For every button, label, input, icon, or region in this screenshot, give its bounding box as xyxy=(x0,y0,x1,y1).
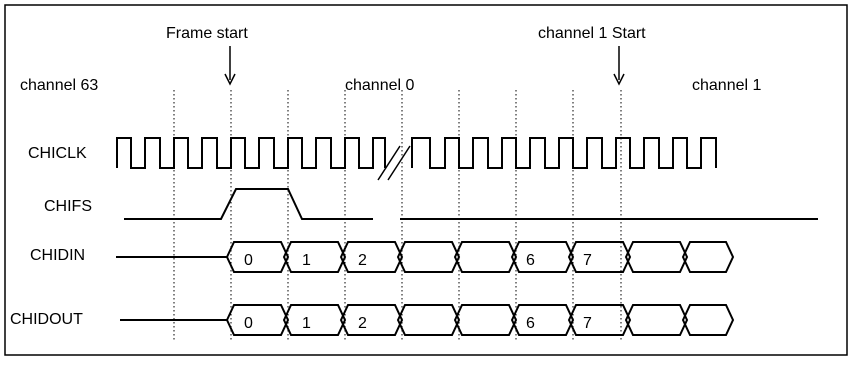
chiclk-label: CHICLK xyxy=(28,145,87,162)
chidout-bit-label: 6 xyxy=(526,315,535,332)
chidin-bit-cell xyxy=(510,241,575,273)
chidin-bit-cell xyxy=(453,241,518,273)
chidout-bit-label: 2 xyxy=(358,315,367,332)
clock-break-mark xyxy=(387,145,411,181)
chifs-waveform xyxy=(124,188,373,220)
chidin-bit-cell xyxy=(339,241,404,273)
chidout-label: CHIDOUT xyxy=(10,311,83,328)
chidout-bit-cell xyxy=(453,304,518,336)
chidin-bit-cell xyxy=(567,241,632,273)
bit-boundary-guides xyxy=(173,90,622,340)
chifs-label: CHIFS xyxy=(44,198,92,215)
chidin-bit-cell xyxy=(282,241,347,273)
chidin-bit-cell xyxy=(681,241,735,273)
chidin-bit-cell xyxy=(396,241,461,273)
channel-63-label: channel 63 xyxy=(20,77,98,94)
channel-1-label: channel 1 xyxy=(692,77,761,94)
frame-start-label: Frame start xyxy=(166,25,248,42)
chidout-bit-cell xyxy=(282,304,347,336)
chidin-bit-label: 6 xyxy=(526,252,535,269)
chidout-bit-label: 7 xyxy=(583,315,592,332)
chidin-data-cells xyxy=(225,241,735,273)
chidin-bit-cell xyxy=(624,241,689,273)
chidin-bit-label: 2 xyxy=(358,252,367,269)
chidout-bit-label: 0 xyxy=(244,315,253,332)
chidin-bit-label: 1 xyxy=(302,252,311,269)
chidout-bit-label: 1 xyxy=(302,315,311,332)
chiclk-waveform-continued xyxy=(411,137,717,169)
chidout-bit-cell xyxy=(567,304,632,336)
chidout-bit-cell xyxy=(339,304,404,336)
frame-start-arrow-icon xyxy=(224,73,236,86)
chidout-bit-cell xyxy=(396,304,461,336)
diagram-border xyxy=(4,4,848,356)
chidin-bit-label: 7 xyxy=(583,252,592,269)
chidin-bit-label: 0 xyxy=(244,252,253,269)
chiclk-waveform xyxy=(116,137,386,169)
chidout-bit-cell xyxy=(510,304,575,336)
channel-0-label: channel 0 xyxy=(345,77,414,94)
channel1-start-arrow-icon xyxy=(613,73,625,86)
chidout-bit-cell xyxy=(225,304,290,336)
clock-break-mark xyxy=(377,145,401,181)
chidout-bit-cell xyxy=(681,304,735,336)
channel1-start-label: channel 1 Start xyxy=(538,25,646,42)
chidin-label: CHIDIN xyxy=(30,247,85,264)
chidin-bit-cell xyxy=(225,241,290,273)
chidout-bit-cell xyxy=(624,304,689,336)
chidout-data-cells xyxy=(225,304,735,336)
